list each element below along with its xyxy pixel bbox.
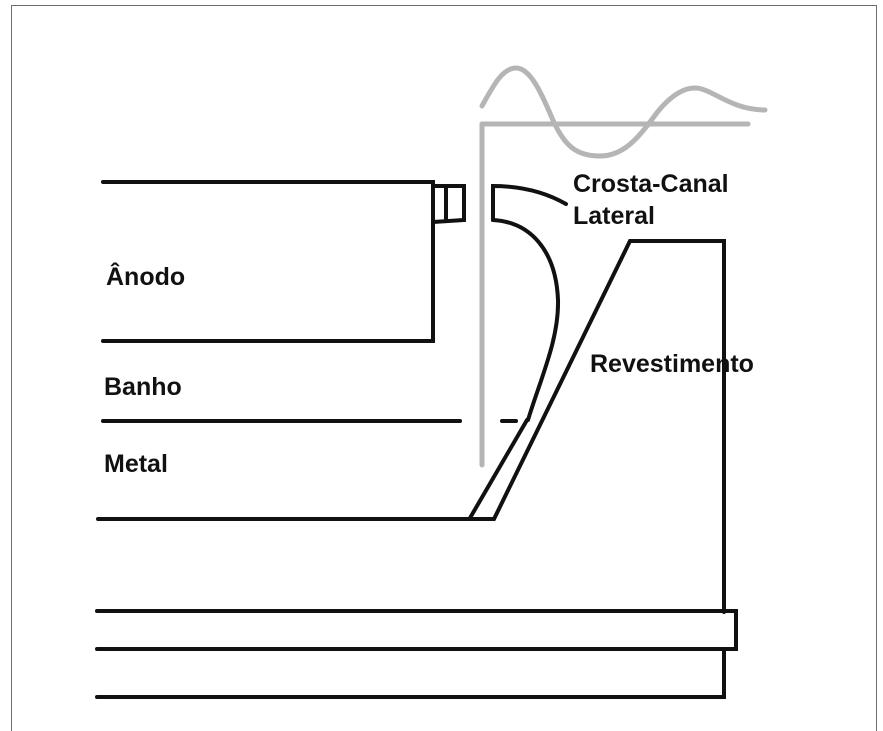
crust-channel-label-line1: Crosta-Canal: [573, 170, 729, 198]
bottom-shell: [95, 647, 726, 699]
crust-channel-label-line2: Lateral: [573, 202, 655, 230]
anode-label: Ânodo: [106, 263, 186, 291]
anode-protrusion: [431, 184, 466, 224]
lining-label: Revestimento: [590, 350, 754, 378]
crust-channel-label: Crosta-Canal Lateral: [573, 168, 729, 232]
side-channel-crust: [491, 183, 568, 222]
bottom-plate: [95, 609, 738, 651]
figure-frame: [11, 5, 877, 731]
probe-signal: [479, 65, 768, 468]
probe-wave: [479, 65, 768, 159]
ledge-inner-line: [468, 418, 529, 520]
cell-structure: [95, 180, 738, 699]
side-channel-curve: [491, 218, 561, 422]
metal-label: Metal: [104, 450, 168, 478]
bath-label: Banho: [104, 373, 182, 401]
lining-wall: [492, 239, 726, 614]
anode-block: [101, 180, 435, 343]
